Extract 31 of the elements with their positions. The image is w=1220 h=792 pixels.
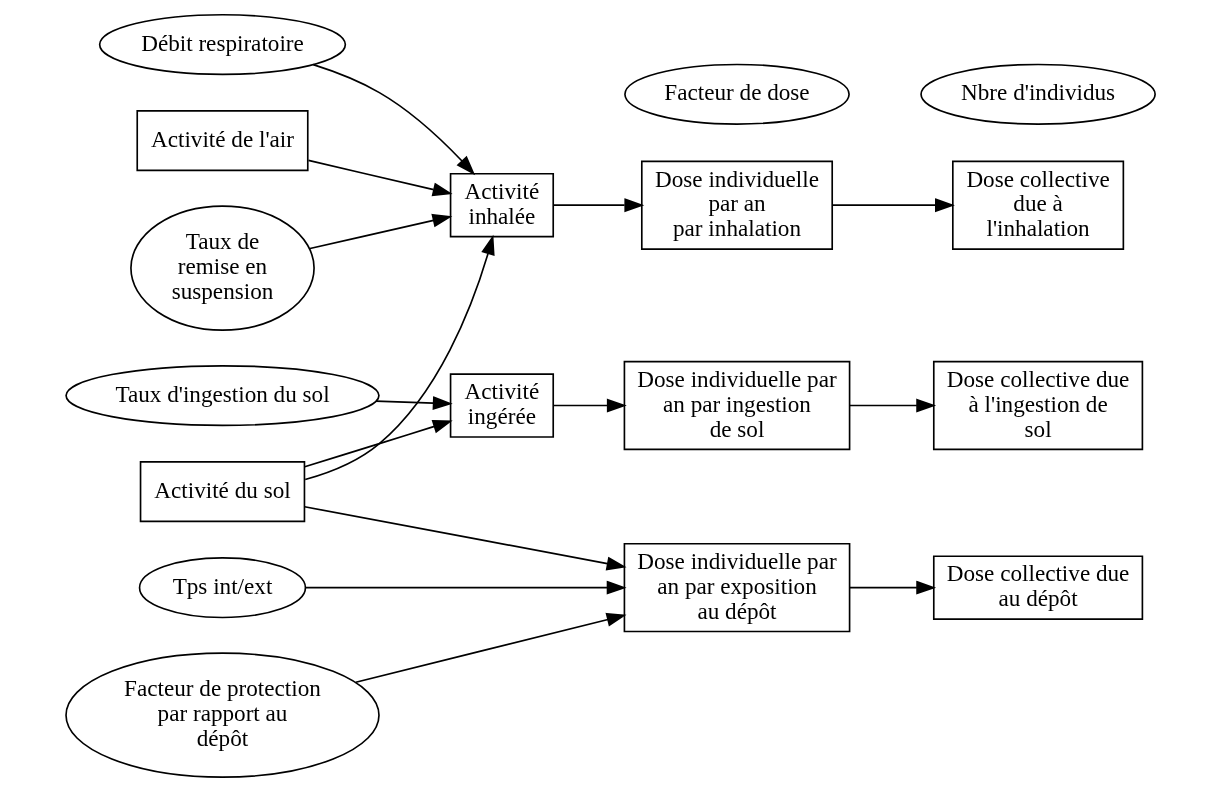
- arrow: [848, 580, 936, 595]
- node-box: Activité de l'air: [135, 110, 309, 172]
- arrow: [308, 213, 452, 250]
- arrow: [304, 580, 627, 595]
- arrow: [831, 198, 955, 213]
- node-box: Dose individuelle par an par exposition au dépôt: [623, 542, 850, 633]
- node-box: Activité ingérée: [449, 373, 554, 438]
- arrow: [307, 159, 453, 197]
- node-ellipse: Débit respiratoire: [98, 13, 346, 76]
- node-ellipse: Tps int/ext: [138, 557, 306, 619]
- node-box: Dose individuelle par an par ingestion de sol: [623, 360, 850, 451]
- node-box: Dose collective due à l'inhalation: [951, 160, 1124, 250]
- node-ellipse: Facteur de protection par rapport au dépôt: [64, 652, 380, 778]
- node-ellipse: Facteur de dose: [623, 63, 850, 125]
- arrow: [354, 612, 626, 684]
- node-box: Dose collective due au dépôt: [932, 555, 1143, 620]
- arrow: [303, 505, 626, 571]
- arrow: [311, 63, 475, 176]
- node-box: Dose individuelle par an par inhalation: [640, 160, 833, 250]
- arrow: [551, 198, 644, 213]
- arrow: [303, 234, 495, 481]
- node-ellipse: Nbre d'individus: [919, 63, 1156, 125]
- node-box: Dose collective due à l'ingestion de sol: [932, 360, 1143, 451]
- node-ellipse: Taux de remise en suspension: [129, 205, 315, 331]
- node-box: Activité du sol: [139, 461, 305, 523]
- arrow: [848, 398, 936, 413]
- arrow: [374, 396, 453, 411]
- arrow: [303, 419, 453, 468]
- node-box: Activité inhalée: [449, 172, 554, 238]
- arrow: [551, 398, 627, 413]
- node-ellipse: Taux d'ingestion du sol: [64, 364, 380, 427]
